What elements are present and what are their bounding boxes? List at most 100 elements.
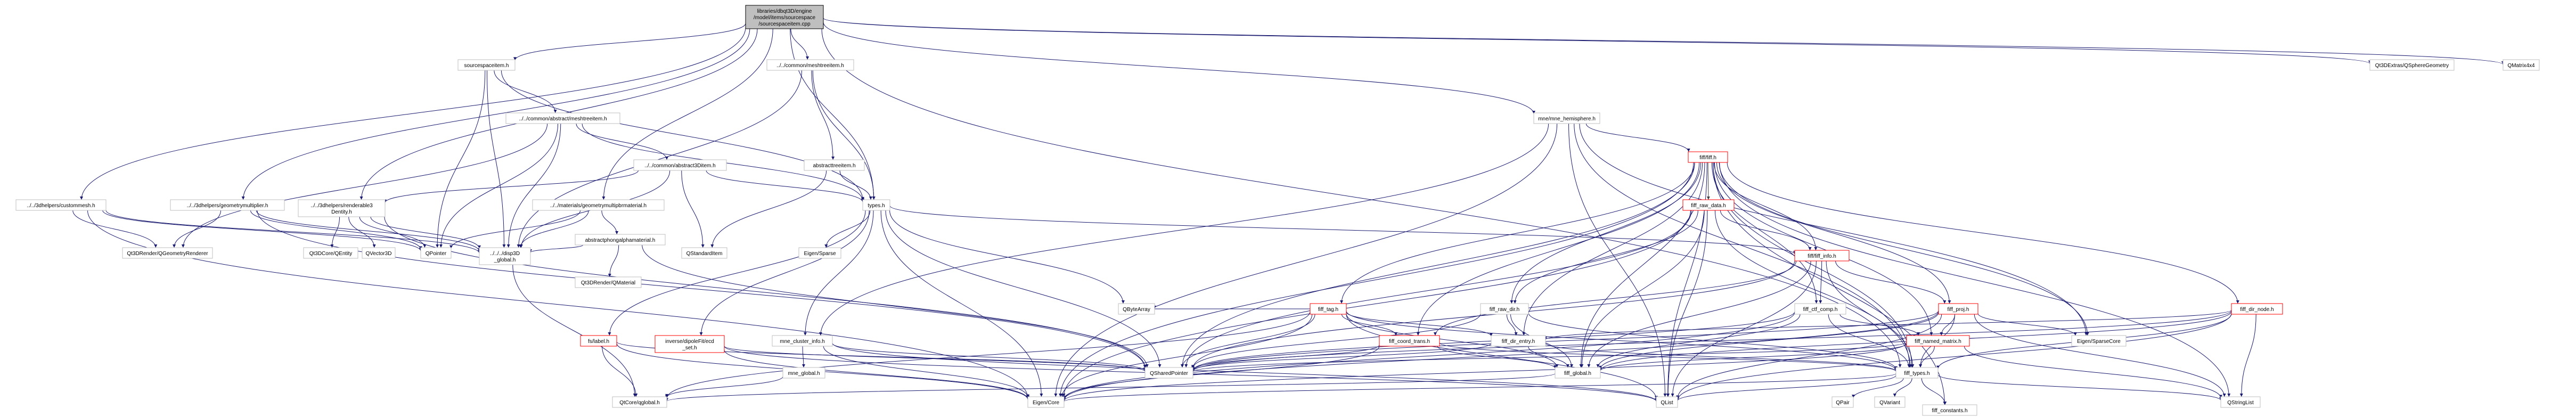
node-fiff-ctf-comp-h[interactable]: fiff_ctf_comp.h [1794, 303, 1846, 315]
node-fiff-dir-entry-h[interactable]: fiff_dir_entry.h [1491, 335, 1546, 347]
edge-mne-hemisphere-h-to-fiff-types-h [1574, 123, 1910, 368]
node-mne-global-h[interactable]: mne_global.h [782, 367, 825, 379]
node-label: QList [1661, 400, 1673, 406]
edge-arrowhead [1814, 300, 1818, 304]
node-mne-hemisphere-h[interactable]: mne/mne_hemisphere.h [1533, 112, 1600, 124]
edge-arrowhead [1808, 247, 1812, 250]
node-fiff-constants-h[interactable]: fiff_constants.h [1922, 404, 1977, 416]
edge-fiff-h-to-fiff-coord-trans-h [1418, 162, 1700, 336]
node-qt3dextras-qsphere[interactable]: Qt3DExtras/QSphereGeometry [2369, 59, 2455, 71]
node-label: QVariant [1879, 400, 1900, 406]
node-qbytearray[interactable]: QByteArray [1118, 303, 1155, 315]
edge-root-to-qt3dextras-qsphere [823, 18, 2370, 64]
node-box [766, 59, 854, 71]
node-fiff-tag-h[interactable]: fiff_tag.h [1310, 303, 1347, 315]
node-label: mne_global.h [788, 371, 820, 377]
edge-fiff-coord-trans-h-to-fiff-global-h [1437, 346, 1556, 369]
node-fiff-raw-data-h[interactable]: fiff_raw_data.h [1682, 199, 1735, 211]
edge-fiff-proj-h-to-qsharedpointer [1192, 310, 1939, 371]
node-mne-cluster-info-h[interactable]: mne_cluster_info.h [772, 335, 833, 347]
node-qpair[interactable]: QPair [1831, 396, 1854, 408]
edge-common-meshtreeitem-h-to-abstracttreeitem-h [811, 70, 833, 160]
node-qt3d-geometryrenderer[interactable]: Qt3DRender/QGeometryRenderer [122, 247, 213, 259]
node-label: fiff_raw_data.h [1691, 203, 1725, 209]
node-eigen-core[interactable]: Eigen/Core [1027, 396, 1065, 408]
node-disp3d-global-h[interactable]: ../../../disp3D_global.h [479, 247, 531, 265]
edge-fiff-coord-trans-h-to-fiff-types-h [1439, 342, 1896, 372]
node-fiff-dir-node-h[interactable]: fiff_dir_node.h [2231, 303, 2283, 315]
node-eigen-sparse[interactable]: Eigen/Sparse [798, 247, 841, 259]
edge-fiff-h-to-fiff-proj-h [1716, 162, 1950, 304]
node-box [1491, 335, 1546, 347]
node-qlist[interactable]: QList [1656, 396, 1678, 408]
node-fiff-proj-h[interactable]: fiff_proj.h [1938, 303, 1978, 315]
edge-geomultipbrmaterial-h-to-qpointer [451, 210, 581, 249]
edge-arrowhead [478, 245, 481, 249]
node-qstandarditem[interactable]: QStandardItem [681, 247, 727, 259]
node-label: QStandardItem [686, 251, 723, 257]
node-fiff-types-h[interactable]: fiff_types.h [1895, 367, 1939, 379]
node-box [1922, 404, 1977, 416]
node-qt3dcore-qentity[interactable]: Qt3DCore/QEntity [303, 247, 358, 259]
node-qstringlist[interactable]: QStringList [2220, 396, 2261, 408]
node-box [2220, 396, 2261, 408]
node-label: ../../3dhelpers/geometrymultiplier.h [187, 203, 268, 209]
edge-arrowhead [803, 332, 807, 336]
node-fiff-info-h[interactable]: fiff/fiff_info.h [1794, 250, 1850, 261]
node-geomultipbrmaterial-h[interactable]: ../../materials/geometrymultipbrmaterial… [532, 199, 665, 211]
node-label: fs/label.h [588, 339, 609, 345]
edge-fiff-types-h-to-qpair [1853, 378, 1904, 398]
edge-arrowhead [1898, 364, 1902, 367]
node-fiff-coord-trans-h[interactable]: fiff_coord_trans.h [1379, 335, 1440, 347]
edge-arrowhead [1184, 364, 1188, 367]
edge-fiff-dir-node-h-to-qstringlist [2241, 314, 2256, 397]
edge-custommesh-h-to-disp3d-global-h [105, 210, 480, 254]
node-inv-dipolefit-h[interactable]: inverse/dipoleFit/ecd_set.h [655, 335, 725, 353]
node-sourcespaceitem-h[interactable]: sourcespaceitem.h [457, 59, 516, 71]
node-qtcore-qglobal[interactable]: QtCore/qglobal.h [612, 396, 667, 408]
edge-fiff-global-h-to-qtcore-qglobal [666, 373, 1556, 402]
node-common-abstract3d-h[interactable]: ../../common/abstract3Ditem.h [633, 159, 727, 171]
node-qvariant[interactable]: QVariant [1874, 396, 1906, 408]
node-fiff-named-matrix-h[interactable]: fiff_named_matrix.h [1906, 335, 1970, 347]
node-eigen-sparsecore[interactable]: Eigen/SparseCore [2071, 335, 2127, 347]
edge-renderable3d-h-to-qsharedpointer [384, 216, 1146, 369]
node-custommesh-h[interactable]: ../../3dhelpers/custommesh.h [15, 199, 107, 211]
node-root[interactable]: libraries/dbqt3D/engine/model/items/sour… [745, 5, 824, 29]
node-qsharedpointer[interactable]: QSharedPointer [1144, 367, 1193, 379]
edge-fiff-raw-data-h-to-qlist [1667, 210, 1708, 397]
node-qt3drender-qmaterial[interactable]: Qt3DRender/QMaterial [575, 276, 642, 288]
node-abstracttreeitem-h[interactable]: abstracttreeitem.h [804, 159, 865, 171]
node-geometrymultiplier-h[interactable]: ../../3dhelpers/geometrymultiplier.h [170, 199, 285, 211]
node-types-h[interactable]: types.h [862, 199, 890, 211]
edge-fiff-h-to-eigen-sparsecore [1719, 162, 2088, 336]
node-label: fiff_types.h [1904, 371, 1929, 377]
edge-arrowhead [1663, 394, 1667, 397]
edge-fiff-tag-h-to-fiff-global-h [1346, 313, 1557, 368]
edge-arrowhead [1852, 395, 1855, 398]
node-qmatrix4x4[interactable]: QMatrix4x4 [2503, 59, 2540, 71]
node-common-meshtreeitem-h[interactable]: ../../common/meshtreeitem.h [766, 59, 854, 71]
node-qpointer[interactable]: QPointer [420, 247, 452, 259]
node-fiff-h[interactable]: fiff/fiff.h [1688, 151, 1728, 163]
node-box [1938, 303, 1978, 315]
node-box [1310, 303, 1347, 315]
edge-arrowhead [1553, 365, 1557, 369]
edge-arrowhead [824, 244, 828, 248]
node-fiff-raw-dir-h[interactable]: fiff_raw_dir.h [1480, 303, 1529, 315]
node-fiff-global-h[interactable]: fiff_global.h [1555, 367, 1601, 379]
node-fs-label-h[interactable]: fs/label.h [580, 335, 617, 347]
edge-arrowhead [2236, 300, 2239, 304]
node-qvector3d[interactable]: QVector3D [362, 247, 396, 259]
node-abstractphongalpha-h[interactable]: abstractphongalphamaterial.h [575, 234, 666, 246]
edge-fiff-raw-data-h-to-fiff-types-h [1714, 210, 1911, 368]
edge-abstractmeshtreeitem-h-to-disp3d-global-h [508, 123, 561, 248]
edge-arrowhead [359, 197, 363, 200]
node-box [457, 59, 516, 71]
edge-arrowhead [1340, 300, 1344, 304]
edge-fiff-proj-h-to-eigen-sparsecore [1977, 313, 2076, 336]
node-abstractmeshtreeitem-h[interactable]: ../../common/abstract/meshtreeitem.h [505, 112, 620, 124]
node-label: Qt3DRender/QMaterial [581, 280, 635, 286]
edge-arrowhead [1180, 364, 1184, 367]
